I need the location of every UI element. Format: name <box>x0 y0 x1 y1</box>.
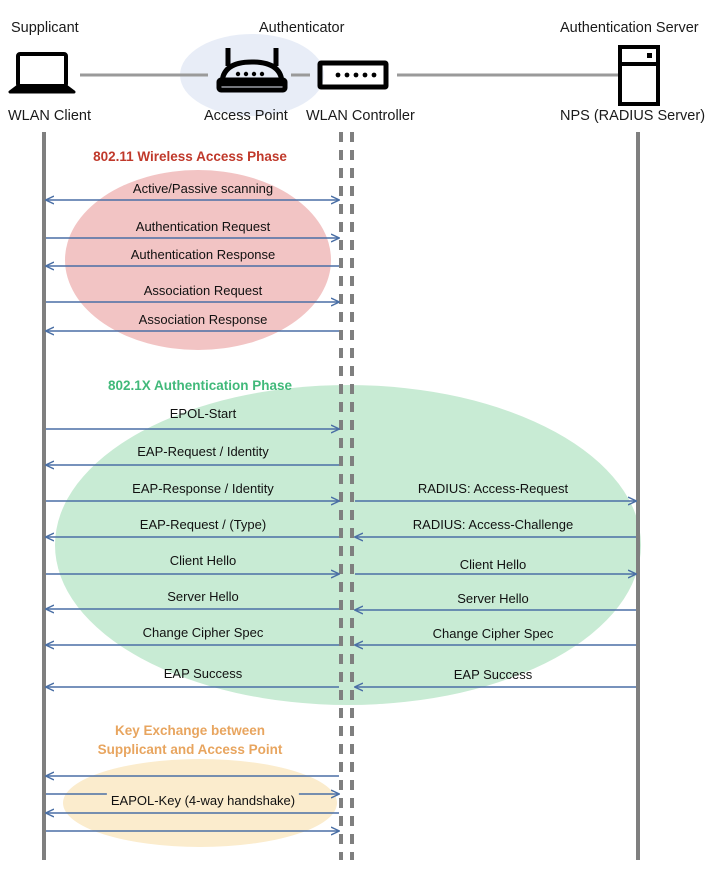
role-title-supplicant: Supplicant <box>11 20 79 36</box>
msg-label-change-cipher-spec-left: Change Cipher Spec <box>142 625 264 640</box>
wlan-controller-icon <box>317 60 389 90</box>
node-label-wlan-client: WLAN Client <box>8 108 91 124</box>
msg-label-eap-request-identity: EAP-Request / Identity <box>137 444 269 459</box>
msg-label-eapol-key-4way: EAPOL-Key (4-way handshake) <box>106 793 300 808</box>
phase-label-key-exchange-line2: Supplicant and Access Point <box>97 742 283 757</box>
msg-label-eap-response-identity: EAP-Response / Identity <box>132 481 274 496</box>
msg-label-radius-access-request: RADIUS: Access-Request <box>417 481 569 496</box>
msg-label-server-hello-left: Server Hello <box>167 589 239 604</box>
msg-label-client-hello-right: Client Hello <box>459 557 527 572</box>
message-arrows-right <box>355 501 636 687</box>
msg-label-server-hello-right: Server Hello <box>457 591 529 606</box>
role-title-authenticator: Authenticator <box>259 20 345 36</box>
role-title-authentication-server: Authentication Server <box>560 20 699 36</box>
msg-label-authentication-response: Authentication Response <box>130 247 276 262</box>
node-label-nps-radius-server: NPS (RADIUS Server) <box>560 108 706 124</box>
server-icon <box>618 45 660 106</box>
node-label-access-point: Access Point <box>204 108 288 124</box>
msg-label-association-response: Association Response <box>138 312 268 327</box>
msg-label-change-cipher-spec-right: Change Cipher Spec <box>432 626 554 641</box>
access-point-icon <box>216 48 288 93</box>
msg-label-client-hello-left: Client Hello <box>169 553 237 568</box>
phase-label-80211: 802.11 Wireless Access Phase <box>93 149 287 164</box>
msg-label-radius-access-challenge: RADIUS: Access-Challenge <box>412 517 574 532</box>
node-label-wlan-controller: WLAN Controller <box>306 108 415 124</box>
phase-ellipse-8021x <box>55 385 641 705</box>
msg-label-eap-success-right: EAP Success <box>453 667 533 682</box>
msg-label-eap-success-left: EAP Success <box>163 666 243 681</box>
phase-label-key-exchange-line1: Key Exchange between <box>114 723 266 738</box>
message-arrows-left <box>46 200 339 831</box>
msg-label-association-request: Association Request <box>143 283 263 298</box>
phase-ellipse-80211 <box>65 170 331 350</box>
msg-label-epol-start: EPOL-Start <box>169 406 237 421</box>
msg-label-authentication-request: Authentication Request <box>135 219 271 234</box>
msg-label-eap-request-type: EAP-Request / (Type) <box>139 517 267 532</box>
authenticator-group-ellipse <box>180 34 324 116</box>
msg-label-active-passive-scanning: Active/Passive scanning <box>132 181 274 196</box>
laptop-icon <box>8 52 76 94</box>
phase-label-8021x: 802.1X Authentication Phase <box>107 378 293 393</box>
